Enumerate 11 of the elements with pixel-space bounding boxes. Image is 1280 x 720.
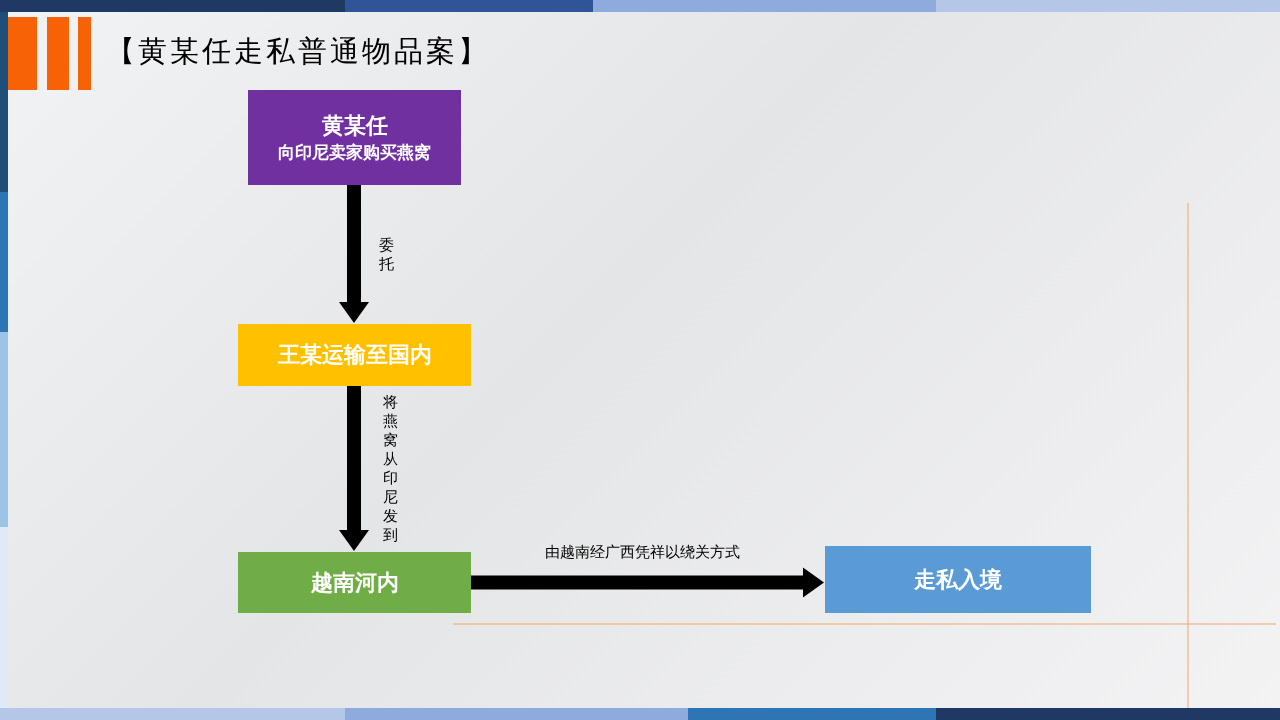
process-box: 黄某任 向印尼卖家购买燕窝 [248,90,461,185]
edge-label: 将燕窝从印尼发到 [382,393,398,545]
process-box: 王某运输至国内 [238,324,471,386]
edge-label: 委托 [378,236,394,274]
edge-label: 由越南经广西凭祥以绕关方式 [545,543,740,561]
arrow [471,567,824,598]
title: 【黄某任走私普通物品案】 [106,33,490,70]
process-box: 走私入境 [825,546,1091,613]
process-box: 越南河内 [238,552,471,613]
arrow [339,185,369,323]
arrow [339,386,369,551]
